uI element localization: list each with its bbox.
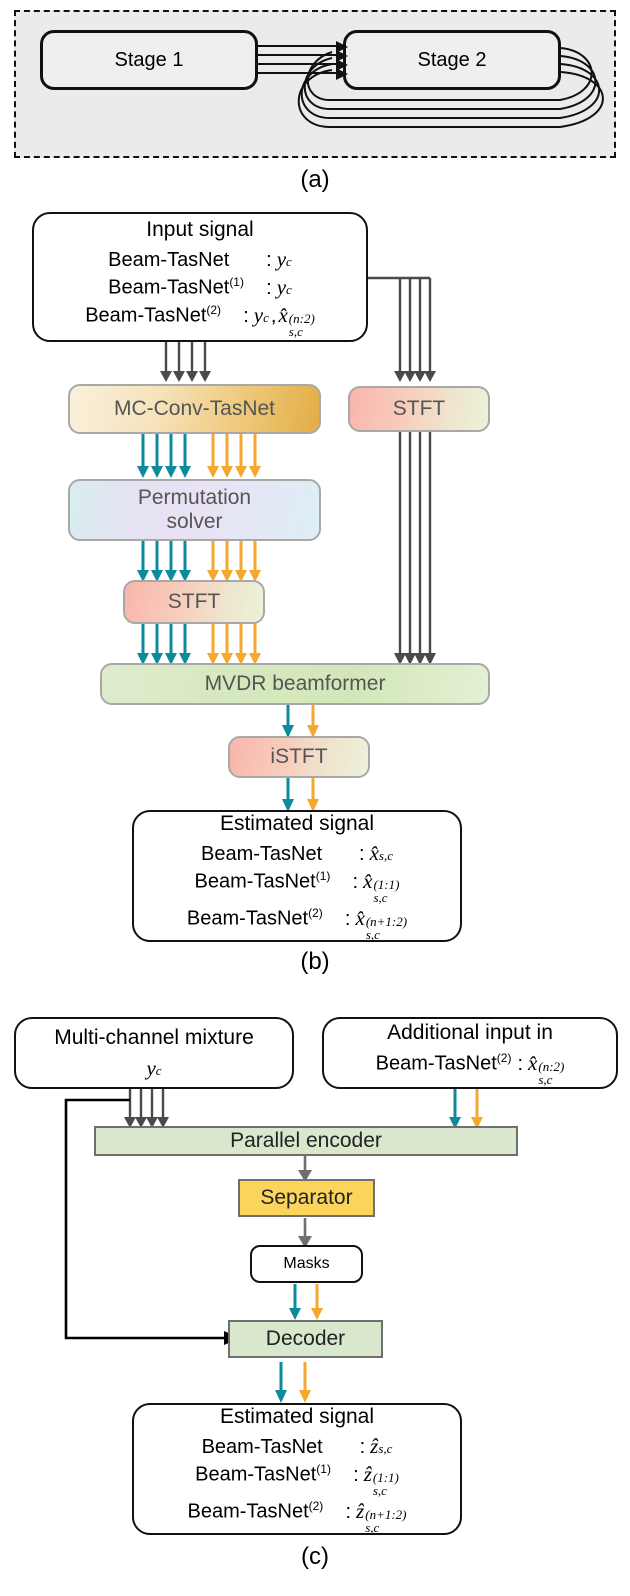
estimated-b-row-2: Beam-TasNet(1) : x̂(1:1)s,c [194, 869, 400, 905]
input-signal-row-2: Beam-TasNet(1) : yc [108, 274, 292, 299]
mc-conv-tasnet-label: MC-Conv-TasNet [113, 397, 276, 420]
multi-channel-mixture-title: Multi-channel mixture [54, 1025, 254, 1049]
mvdr-beamformer-block: MVDR beamformer [100, 663, 490, 705]
additional-input-box: Additional input in Beam-TasNet(2) : x̂(… [322, 1017, 618, 1089]
stage-2-box: Stage 2 [343, 30, 561, 90]
parallel-encoder-label: Parallel encoder [230, 1129, 382, 1152]
estimated-signal-title-c: Estimated signal [219, 1405, 375, 1428]
additional-input-name: Beam-TasNet(2) [375, 1051, 512, 1075]
input-row-3-name: Beam-TasNet(2) [85, 302, 222, 327]
estimated-c-row-3-name: Beam-TasNet(2) [187, 1499, 324, 1523]
additional-input-line1: Additional input in [387, 1021, 553, 1044]
panel-c-label: (c) [301, 1543, 329, 1570]
estimated-signal-title-b: Estimated signal [219, 812, 375, 835]
decoder-block: Decoder [228, 1320, 383, 1358]
stage-1-box: Stage 1 [40, 30, 258, 90]
panel-b-label: (b) [300, 948, 330, 975]
stage-2-label: Stage 2 [417, 49, 487, 71]
permutation-solver-label-line1: Permutation [137, 486, 252, 509]
input-signal-title: Input signal [146, 217, 254, 241]
separator-label: Separator [260, 1186, 353, 1209]
input-row-2-name: Beam-TasNet(1) [108, 274, 244, 299]
estimated-c-row-3: Beam-TasNet(2) : ẑ(n+1:2)s,c [187, 1499, 407, 1535]
istft-block: iSTFT [228, 736, 370, 778]
mvdr-beamformer-label: MVDR beamformer [204, 672, 386, 695]
stft-right-block: STFT [348, 386, 490, 432]
input-signal-row-3: Beam-TasNet(2) : yc , x̂(n:2)s,c [85, 302, 315, 339]
estimated-b-row-3: Beam-TasNet(2) : x̂(n+1:2)s,c [186, 906, 408, 942]
panel-a-label: (a) [300, 166, 330, 193]
estimated-signal-box-c: Estimated signal Beam-TasNet : ẑs,c Bea… [132, 1403, 462, 1535]
decoder-label: Decoder [265, 1327, 346, 1350]
estimated-c-row-2-name: Beam-TasNet(1) [195, 1462, 331, 1486]
estimated-c-row-1: Beam-TasNet : ẑs,c [201, 1434, 393, 1458]
stft-left-block: STFT [123, 580, 265, 624]
masks-label: Masks [283, 1255, 330, 1272]
stft-right-label: STFT [392, 397, 446, 420]
masks-block: Masks [250, 1245, 363, 1283]
parallel-encoder-block: Parallel encoder [94, 1126, 518, 1156]
mc-conv-tasnet-block: MC-Conv-TasNet [68, 384, 321, 434]
stage-1-label: Stage 1 [114, 49, 184, 71]
estimated-b-row-3-name: Beam-TasNet(2) [186, 906, 323, 930]
estimated-signal-box-b: Estimated signal Beam-TasNet : x̂s,c Bea… [132, 810, 462, 942]
separator-block: Separator [238, 1179, 375, 1217]
estimated-b-row-1: Beam-TasNet : x̂s,c [201, 841, 393, 865]
permutation-solver-block: Permutation solver [68, 479, 321, 541]
multi-channel-mixture-symbol: yc [146, 1055, 162, 1080]
estimated-b-row-2-name: Beam-TasNet(1) [194, 869, 331, 893]
stft-left-label: STFT [167, 590, 221, 613]
estimated-c-row-2: Beam-TasNet(1) : ẑ(1:1)s,c [195, 1462, 399, 1498]
input-signal-box: Input signal Beam-TasNet : yc Beam-TasNe… [32, 212, 368, 342]
permutation-solver-label-line2: solver [166, 510, 223, 533]
additional-input-line2: Beam-TasNet(2) : x̂(n:2)s,c [375, 1051, 565, 1087]
panel-a-connectors [258, 41, 604, 128]
input-signal-row-1: Beam-TasNet : yc [108, 246, 292, 271]
estimated-b-row-1-name: Beam-TasNet [201, 843, 323, 865]
istft-label: iSTFT [270, 745, 328, 768]
multi-channel-mixture-box: Multi-channel mixture yc [14, 1017, 294, 1089]
input-row-1-name: Beam-TasNet [108, 248, 230, 271]
estimated-c-row-1-name: Beam-TasNet [201, 1436, 323, 1458]
